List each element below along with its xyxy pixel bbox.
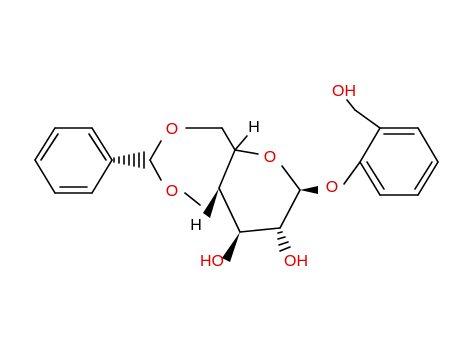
pyranose-ring bbox=[218, 149, 301, 233]
label-o-ring-top: O bbox=[166, 121, 178, 138]
wedge-anomeric-o bbox=[300, 186, 318, 194]
label-o-ring-bottom: O bbox=[166, 183, 178, 200]
wedge-h-bottom bbox=[203, 188, 219, 218]
phenyl-ring-left bbox=[34, 127, 113, 194]
dioxane-ring bbox=[149, 127, 236, 206]
label-h-top: H bbox=[248, 119, 260, 136]
label-h-bottom: H bbox=[190, 217, 202, 234]
label-o-pyranose: O bbox=[264, 149, 276, 166]
phenyl-ring-right bbox=[359, 127, 439, 196]
wedge-c3-ho bbox=[222, 232, 240, 262]
bond-ring-ch2 bbox=[354, 109, 381, 129]
label-o-glycosidic: O bbox=[326, 179, 338, 196]
hashed-bond-c2-oh bbox=[277, 231, 291, 252]
label-oh-top: OH bbox=[332, 83, 356, 100]
hashed-bond-phenyl-acetal bbox=[113, 151, 145, 169]
label-ho-left: HO bbox=[200, 253, 224, 270]
bond-h-top bbox=[234, 135, 248, 151]
bond-o-aryl bbox=[343, 161, 361, 185]
bond-ch2-oh bbox=[346, 99, 356, 111]
label-oh-bottom: OH bbox=[284, 253, 308, 270]
